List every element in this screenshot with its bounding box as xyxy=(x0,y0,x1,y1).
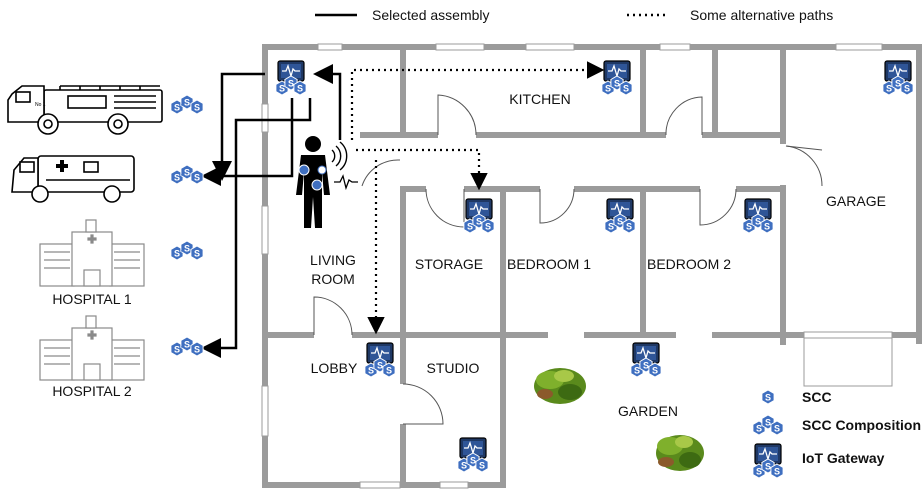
scc-composition-icon-hospital1 xyxy=(171,241,203,260)
gateway-icon-lobby xyxy=(365,343,395,377)
room-garage: GARAGE xyxy=(826,193,886,209)
room-garden: GARDEN xyxy=(618,403,678,419)
fire-truck-plate: No 1 xyxy=(35,102,46,108)
alternative-paths xyxy=(350,61,605,335)
iot-gateway-icon xyxy=(753,444,783,478)
room-storage: STORAGE xyxy=(415,256,483,272)
gateway-icon-bedroom2 xyxy=(743,199,773,233)
plant-icon-2 xyxy=(656,435,704,471)
scc-composition-icon-hospital2 xyxy=(171,337,203,356)
legend-scc: SCC xyxy=(802,389,832,405)
scc-composition-icon-firetruck xyxy=(171,95,203,114)
iot-gateways xyxy=(276,61,913,472)
room-lobby: LOBBY xyxy=(311,360,358,376)
legend-alternative: Some alternative paths xyxy=(690,7,833,23)
gateway-icon-studio xyxy=(458,438,488,472)
selected-assembly-paths xyxy=(201,64,342,358)
legend-bottom: SCC SCC Composition IoT Gateway xyxy=(753,389,921,478)
gateway-icon-bedroom1 xyxy=(605,199,635,233)
gateway-icon-living xyxy=(276,61,306,95)
room-bedroom2: BEDROOM 2 xyxy=(647,256,731,272)
plant-icon-1 xyxy=(534,368,586,404)
ambulance-icon xyxy=(11,155,135,203)
room-studio: STUDIO xyxy=(427,360,480,376)
doors xyxy=(313,94,893,425)
scc-composition-icon xyxy=(753,415,783,435)
floor-plan xyxy=(261,43,922,489)
room-kitchen: KITCHEN xyxy=(509,91,570,107)
room-living-line1: LIVING xyxy=(310,252,356,268)
room-labels: KITCHEN GARAGE LIVING ROOM STORAGE BEDRO… xyxy=(310,91,886,419)
hospital-2-label: HOSPITAL 2 xyxy=(52,383,132,399)
legend-top: Selected assembly Some alternative paths xyxy=(315,7,833,23)
room-bedroom1: BEDROOM 1 xyxy=(507,256,591,272)
room-living-line2: ROOM xyxy=(311,271,355,287)
scc-icon xyxy=(761,389,775,405)
legend-scc-composition: SCC Composition xyxy=(802,417,921,433)
legend-selected: Selected assembly xyxy=(372,7,490,23)
hospital-2-icon xyxy=(39,315,145,381)
legend-iot-gateway: IoT Gateway xyxy=(802,450,885,466)
hospital-1-label: HOSPITAL 1 xyxy=(52,291,132,307)
gateway-icon-kitchen xyxy=(602,61,632,95)
fire-truck-icon: No 1 xyxy=(7,85,163,135)
gateway-icon-garden xyxy=(631,343,661,377)
scc-composition-icon-ambulance xyxy=(171,165,203,184)
person-icon xyxy=(296,136,358,228)
entity-scc-compositions xyxy=(171,95,203,356)
gateway-icon-garage xyxy=(883,61,913,95)
gateway-icon-storage xyxy=(464,199,494,233)
hospital-1-icon xyxy=(39,219,145,287)
